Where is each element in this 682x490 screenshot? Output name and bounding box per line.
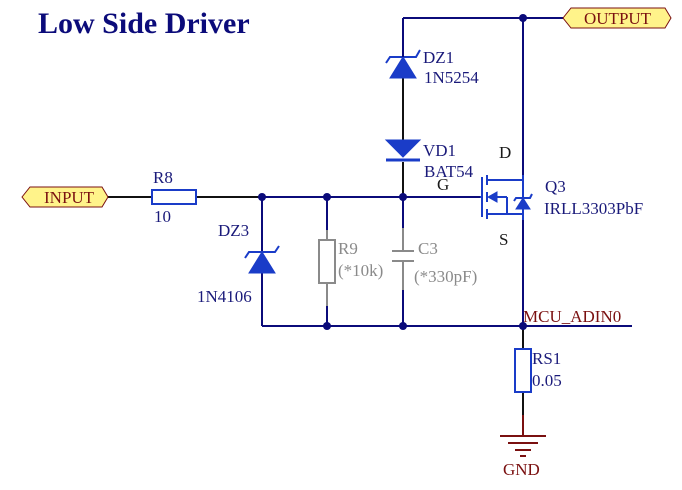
q3-pin-s: S [499, 230, 508, 249]
q3-pin-d: D [499, 143, 511, 162]
c3-ref: C3 [418, 239, 438, 258]
r9-ref: R9 [338, 239, 358, 258]
vd1-value: BAT54 [424, 162, 474, 181]
ground-label: GND [503, 460, 540, 479]
q3-arrow-icon [486, 191, 498, 203]
resistor-r8-body [151, 189, 197, 205]
resistor-r8[interactable]: R8 10 [151, 168, 197, 226]
dz1-ref: DZ1 [423, 48, 454, 67]
output-port[interactable]: OUTPUT [562, 7, 672, 29]
q3-body-diode-icon [515, 197, 531, 210]
junction [519, 322, 527, 330]
q3-pin-g: G [437, 175, 449, 194]
junction [258, 193, 266, 201]
q3-body-diode-bar-icon [513, 193, 533, 202]
resistor-rs1[interactable]: RS1 0.05 [514, 348, 562, 393]
zener-dz3-bar-icon [244, 245, 280, 259]
output-port-shape [562, 7, 672, 29]
ground-symbol: GND [500, 435, 546, 479]
dz1-value: 1N5254 [424, 68, 479, 87]
junction [519, 14, 527, 22]
resistor-r9-body [318, 239, 336, 284]
net-label-mcu-adin0: MCU_ADIN0 [523, 307, 621, 326]
q3-ref: Q3 [545, 177, 566, 196]
diode-vd1[interactable]: VD1 BAT54 [384, 139, 474, 181]
junction [323, 193, 331, 201]
output-port-label: OUTPUT [584, 9, 652, 28]
zener-dz1[interactable]: DZ1 1N5254 [385, 48, 479, 87]
input-port[interactable]: INPUT [21, 186, 109, 208]
resistor-r9[interactable]: R9 (*10k) [318, 239, 383, 284]
dz3-ref: DZ3 [218, 221, 249, 240]
capacitor-c3[interactable]: C3 (*330pF) [392, 239, 477, 286]
diode-vd1-triangle-icon [384, 139, 422, 158]
r8-ref: R8 [153, 168, 173, 187]
dz3-value: 1N4106 [197, 287, 252, 306]
junction [399, 322, 407, 330]
input-port-label: INPUT [44, 188, 95, 207]
junction [323, 322, 331, 330]
mosfet-q3[interactable]: D G S Q3 IRLL3303PbF [437, 143, 643, 249]
q3-value: IRLL3303PbF [544, 199, 643, 218]
c3-value: (*330pF) [414, 267, 477, 286]
schematic-title: Low Side Driver [38, 7, 250, 40]
input-port-shape [21, 186, 109, 208]
rs1-ref: RS1 [532, 349, 561, 368]
rs1-value: 0.05 [532, 371, 562, 390]
junction [399, 193, 407, 201]
resistor-rs1-body [514, 348, 532, 393]
zener-dz1-triangle-icon [389, 56, 417, 79]
zener-dz3-triangle-icon [248, 251, 276, 274]
vd1-ref: VD1 [423, 141, 456, 160]
zener-dz3[interactable]: DZ3 1N4106 [197, 221, 280, 306]
r8-value: 10 [154, 207, 171, 226]
r9-value: (*10k) [338, 261, 383, 280]
